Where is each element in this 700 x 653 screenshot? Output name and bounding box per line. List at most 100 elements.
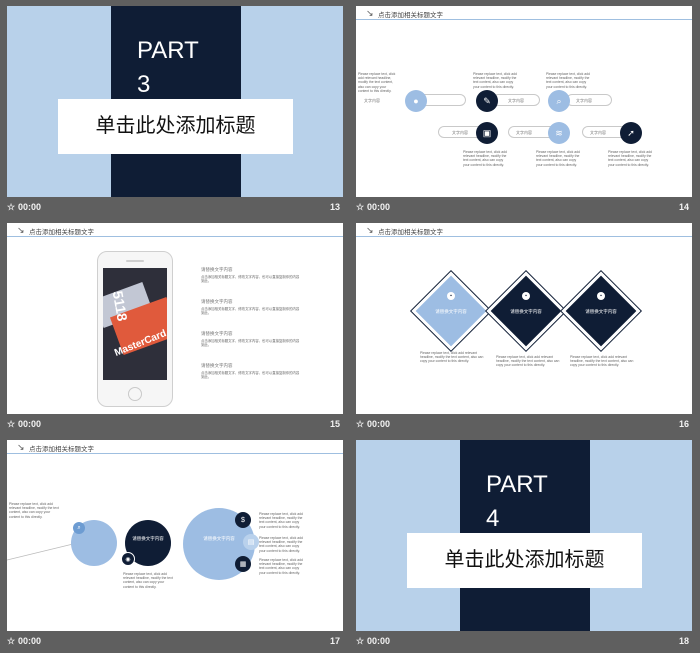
item-body: 点击添加相关标题文字，修改文字内容，也可以直接复制你的内容到此。 [201,339,300,348]
slide-header: ↘ 点击添加相关标题文字 [356,223,692,237]
star-icon: ☆ [356,202,365,212]
slide-footer: ☆ 00:00 14 [356,199,692,217]
arrow-icon: ↘ [366,225,374,235]
slide-thumbnail-18[interactable]: PART 4 单击此处添加标题 ☆ 00:00 18 [356,440,692,653]
dollar-icon: $ [235,512,251,528]
star-icon: ☆ [356,419,365,429]
slide-title: 单击此处添加标题 [407,533,642,588]
body-text: Please replace text, click add relevant … [608,150,652,167]
slide-number: 18 [678,636,689,646]
slide-header: ↘ 点击添加相关标题文字 [356,6,692,20]
slide-18: PART 4 单击此处添加标题 [356,440,692,631]
body-text: Please replace text, click add relevant … [546,72,590,89]
briefcase-icon: ▣ [476,122,498,144]
body-text: Please replace text, click add relevant … [259,512,303,529]
diamond-text: 请替换文字内容 [510,309,542,314]
node-label: 文字内容 [508,98,524,103]
node-label: 文字内容 [590,130,606,135]
slide-number: 16 [678,419,689,429]
gift-icon: ▦ [235,556,251,572]
body-text: Please replace text, click add relevant … [420,351,484,364]
slide-header: ↘ 点击添加相关标题文字 [7,223,343,237]
body-text: Please replace text, click add relevant … [123,572,173,589]
slide-number: 15 [329,419,340,429]
slide-footer: ☆ 00:00 18 [356,633,692,651]
header-text: 点击添加相关标题文字 [378,12,443,19]
arrow-icon: ↘ [17,442,25,452]
slide-duration: 00:00 [367,636,391,646]
slide-header: ↘ 点击添加相关标题文字 [7,440,343,454]
diamond-text: 请替换文字内容 [585,309,617,314]
circle-text: 请替换文字内容 [203,536,235,541]
slide-footer: ☆ 00:00 15 [7,416,343,434]
node-label: 文字内容 [516,130,532,135]
slide-number: 13 [329,202,340,212]
part-label: PART 4 [486,471,548,532]
slide-number: 17 [329,636,340,646]
star-icon: ☆ [7,419,16,429]
node-label: 文字内容 [364,98,380,103]
node-label: 文字内容 [576,98,592,103]
slide-number: 14 [678,202,689,212]
slide-thumbnail-15[interactable]: ↘ 点击添加相关标题文字 5118 MasterCard 请替换文字内容 点击添… [7,223,343,436]
item-body: 点击添加相关标题文字，修改文字内容，也可以直接复制你的内容到此。 [201,371,300,380]
phone-home-button [128,387,142,401]
slide-17: ↘ 点击添加相关标题文字 Please replace text, click … [7,440,343,631]
search-icon: ⌕ [73,522,85,534]
slide-thumbnail-17[interactable]: ↘ 点击添加相关标题文字 Please replace text, click … [7,440,343,653]
slide-13: PART 3 单击此处添加标题 [7,6,343,197]
connector-line [7,543,74,561]
slide-16: ↘ 点击添加相关标题文字 ▪ 请替换文字内容 ▪ 请替换文字内容 ▪ 请替换文字… [356,223,692,414]
star-icon: ☆ [7,202,16,212]
chat-icon: ▤ [243,534,259,550]
diamond-text: 请替换文字内容 [435,309,467,314]
slide-thumbnail-13[interactable]: PART 3 单击此处添加标题 ☆ 00:00 13 [7,6,343,219]
header-line [356,19,692,20]
body-text: Please replace text, click add relevant … [358,72,396,93]
body-text: Please replace text, click add relevant … [259,536,303,553]
node-label: 文字内容 [452,130,468,135]
slide-duration: 00:00 [18,202,42,212]
item-body: 点击添加相关标题文字，修改文字内容，也可以直接复制你的内容到此。 [201,275,300,284]
header-line [7,453,343,454]
slide-duration: 00:00 [18,636,42,646]
box-icon: ▪ [597,292,605,300]
phone-screen: 5118 MasterCard [103,268,167,380]
body-text: Please replace text, click add relevant … [570,355,634,368]
body-text: Please replace text, click add relevant … [496,355,560,368]
slide-duration: 00:00 [367,202,391,212]
header-text: 点击添加相关标题文字 [29,446,94,453]
slide-title: 单击此处添加标题 [58,99,293,154]
slide-footer: ☆ 00:00 17 [7,633,343,651]
item-body: 点击添加相关标题文字，修改文字内容，也可以直接复制你的内容到此。 [201,307,300,316]
body-text: Please replace text, click add relevant … [473,72,517,89]
camera-icon: ◉ [121,552,135,566]
search-icon: ⌕ [548,90,570,112]
slide-thumbnail-16[interactable]: ↘ 点击添加相关标题文字 ▪ 请替换文字内容 ▪ 请替换文字内容 ▪ 请替换文字… [356,223,692,436]
item-title: 请替换文字内容 [201,299,233,304]
item-title: 请替换文字内容 [201,331,233,336]
arrow-icon: ↘ [17,225,25,235]
header-text: 点击添加相关标题文字 [378,229,443,236]
slide-duration: 00:00 [367,419,391,429]
slide-duration: 00:00 [18,419,42,429]
header-line [7,236,343,237]
header-line [356,236,692,237]
slide-thumbnail-14[interactable]: ↘ 点击添加相关标题文字 Please replace text, click … [356,6,692,219]
body-text: Please replace text, click add relevant … [536,150,580,167]
body-text: Please replace text, click add relevant … [9,502,59,519]
part-label: PART 3 [137,37,199,98]
body-text: Please replace text, click add relevant … [259,558,303,575]
slide-footer: ☆ 00:00 13 [7,199,343,217]
slide-footer: ☆ 00:00 16 [356,416,692,434]
pen-icon: ✎ [476,90,498,112]
phone-speaker [126,260,144,262]
star-icon: ☆ [356,636,365,646]
header-text: 点击添加相关标题文字 [29,229,94,236]
user-icon: ● [405,90,427,112]
star-icon: ☆ [7,636,16,646]
box-icon: ▪ [447,292,455,300]
slide-15: ↘ 点击添加相关标题文字 5118 MasterCard 请替换文字内容 点击添… [7,223,343,414]
item-title: 请替换文字内容 [201,363,233,368]
circle-text: 请替换文字内容 [132,536,164,541]
